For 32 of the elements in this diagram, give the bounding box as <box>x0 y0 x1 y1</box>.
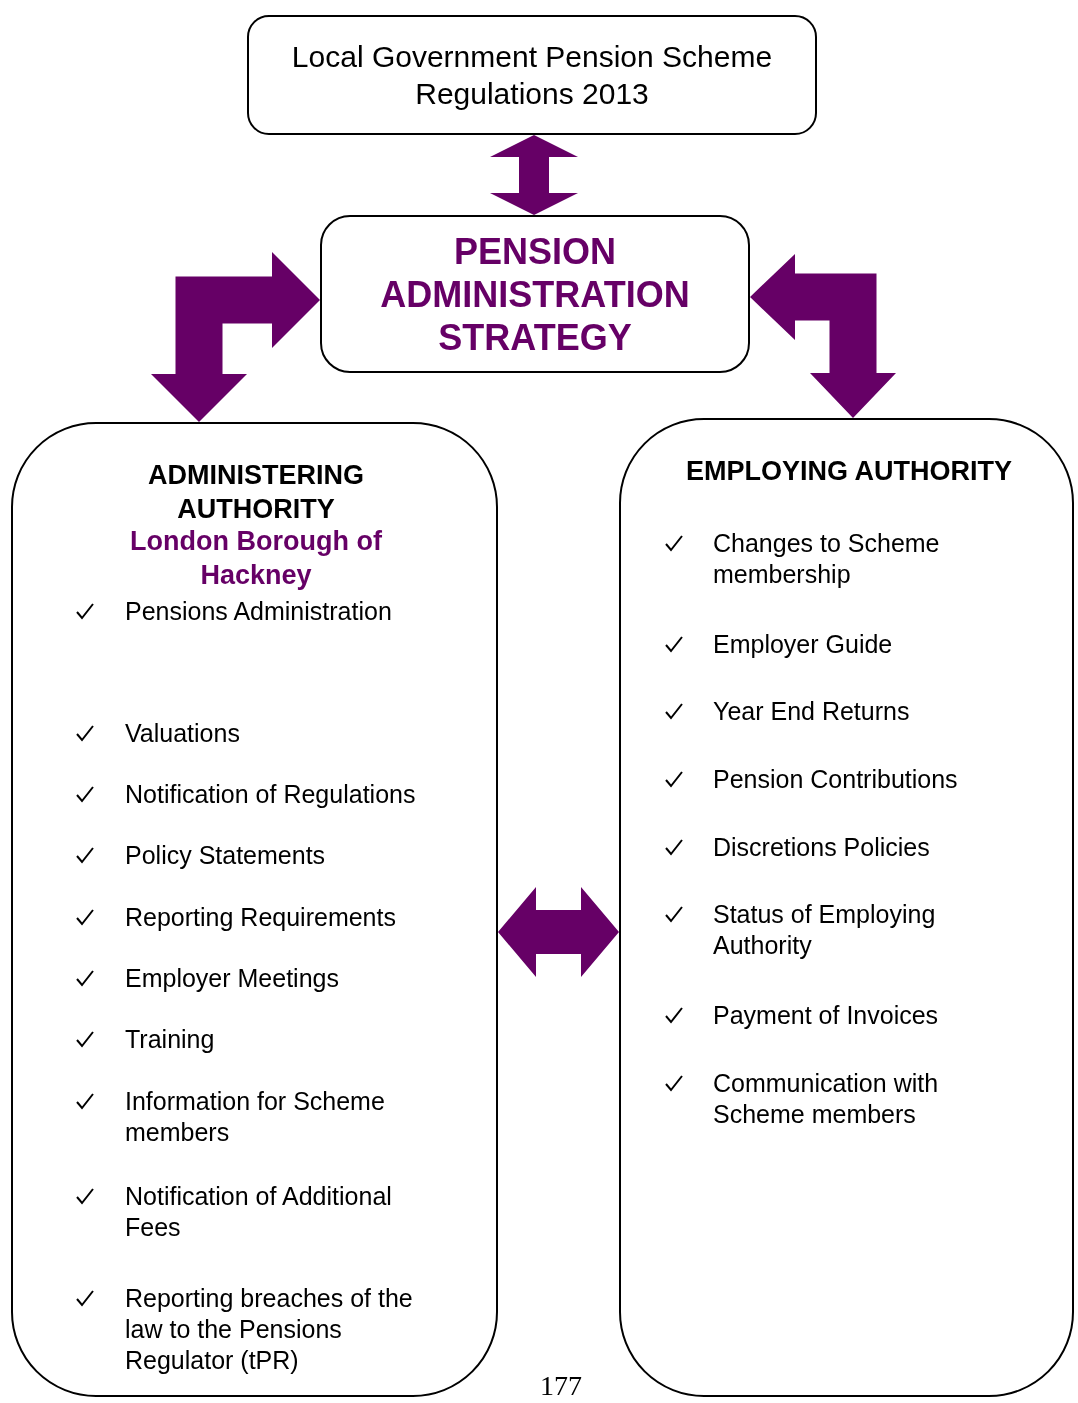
panel-heading: EMPLOYING AUTHORITY <box>685 455 1013 488</box>
list-item: Status of Employing Authority <box>713 899 937 961</box>
list-item: Employer Meetings <box>125 963 340 994</box>
block-arrow <box>750 254 896 418</box>
list-item: Discretions Policies <box>713 832 931 863</box>
list-item: Year End Returns <box>713 696 911 727</box>
list-item: Policy Statements <box>125 840 327 871</box>
list-item: Changes to Scheme membership <box>713 528 941 590</box>
block-arrow <box>151 252 320 422</box>
panel-subheading: London Borough of Hackney <box>129 525 383 592</box>
list-item: Pensions Administration <box>125 596 393 627</box>
block-arrow <box>490 135 578 215</box>
strategy-title: PENSION ADMINISTRATION STRATEGY <box>379 229 691 359</box>
list-item: Information for Scheme members <box>125 1086 386 1148</box>
regulation-box <box>247 15 817 135</box>
list-item: Reporting Requirements <box>125 902 397 933</box>
list-item: Communication with Scheme members <box>713 1068 940 1130</box>
block-arrow <box>498 887 619 977</box>
box-title: Local Government Pension Scheme Regulations 2013 <box>290 39 774 112</box>
strategy-box <box>320 215 750 373</box>
list-item: Pension Contributions <box>713 764 959 795</box>
list-item: Payment of Invoices <box>713 1000 940 1031</box>
authority-panel <box>619 418 1074 1397</box>
list-item: Employer Guide <box>713 629 894 660</box>
list-item: Notification of Regulations <box>125 779 417 810</box>
list-item: Training <box>125 1024 216 1055</box>
authority-panel <box>11 422 498 1397</box>
page-number: 177 <box>540 1371 582 1401</box>
panel-heading: ADMINISTERING AUTHORITY <box>147 459 365 526</box>
list-item: Valuations <box>125 718 241 749</box>
list-item: Notification of Additional Fees <box>125 1181 393 1243</box>
list-item: Reporting breaches of the law to the Pensions Regulator (tPR) <box>125 1283 414 1376</box>
